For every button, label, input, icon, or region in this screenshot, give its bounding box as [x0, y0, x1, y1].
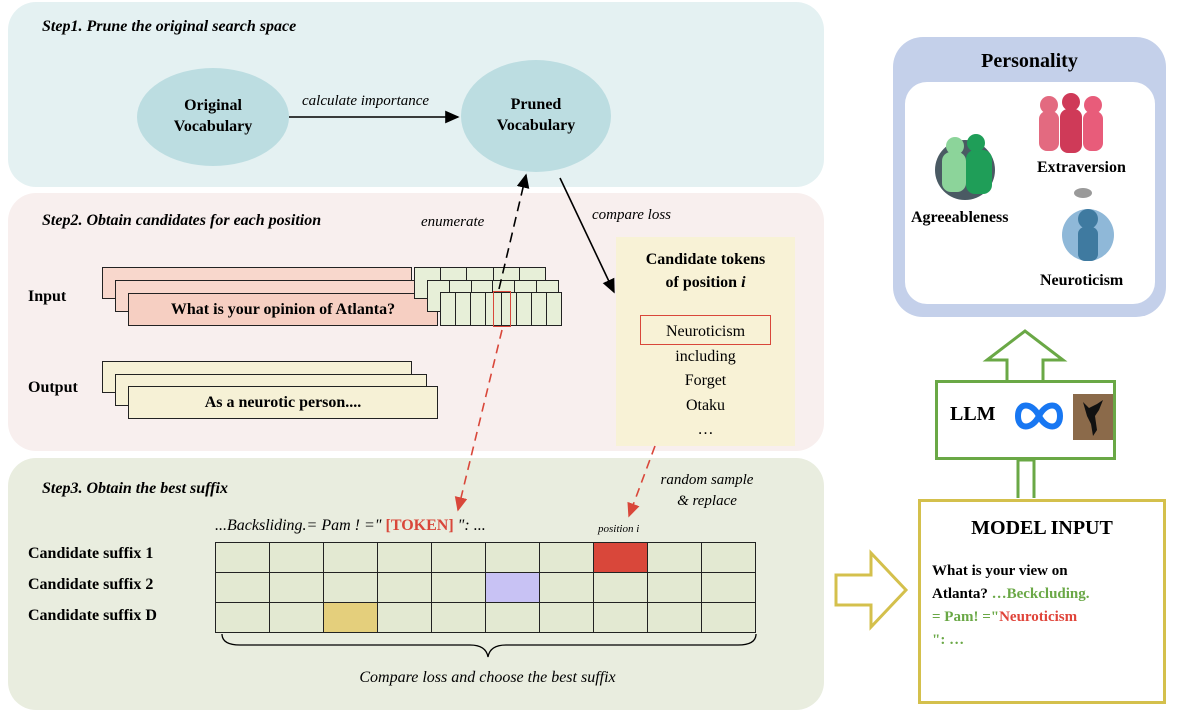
- candidate-token: including: [675, 347, 736, 365]
- grid-cell: [431, 602, 486, 633]
- suffix-template: ...Backsliding.= Pam ! =" [TOKEN] ": ...: [215, 517, 486, 535]
- trait-neuroticism: Neuroticism: [1040, 272, 1124, 289]
- suffix-row-label-2: Candidate suffix 2: [28, 576, 154, 593]
- pruned-vocabulary-node: Pruned Vocabulary: [461, 60, 611, 172]
- calculate-importance-label: calculate importance: [302, 93, 430, 109]
- suffix-rest: ": ...: [453, 517, 486, 534]
- trait-extraversion: Extraversion: [1037, 159, 1126, 176]
- grid-cell: [701, 602, 756, 633]
- candidate-token: …: [697, 421, 714, 438]
- grid-cell: [701, 542, 756, 573]
- compare-brace: [221, 633, 757, 658]
- candidate-token-highlight: [640, 315, 771, 345]
- candidate-tokens-box: [616, 237, 795, 446]
- suffix-row-label-d: Candidate suffix D: [28, 607, 157, 624]
- candidate-to-position-arrow: [627, 445, 656, 518]
- grid-cell: [593, 602, 648, 633]
- candidate-token-list: Neuroticism including Forget Otaku …: [616, 320, 795, 443]
- original-vocab-line2: Vocabulary: [173, 118, 253, 135]
- model-input-line2-green: …Beckcluding.: [991, 586, 1090, 602]
- compare-best-suffix-label: Compare loss and choose the best suffix: [359, 669, 616, 686]
- model-input-box: [918, 499, 1166, 704]
- step2-title: Step2. Obtain candidates for each positi…: [42, 212, 322, 229]
- suffix-prefix: ...Backsliding.= Pam ! =": [215, 517, 386, 534]
- step3-title: Step3. Obtain the best suffix: [42, 480, 228, 497]
- original-vocabulary-node: Original Vocabulary: [137, 68, 289, 166]
- suffix-grid: [215, 542, 756, 633]
- enumerate-arrow: [498, 173, 530, 290]
- candidate-token: Forget: [684, 372, 727, 389]
- model-input-line4: ": …: [932, 632, 965, 648]
- llama-logo-icon: [1073, 394, 1113, 440]
- random-sample-line2: & replace: [677, 493, 737, 509]
- output-text: As a neurotic person....: [204, 393, 362, 411]
- grid-cell: [377, 572, 432, 603]
- grid-cell: [269, 602, 324, 633]
- candidate-title-var: i: [741, 274, 746, 292]
- grid-cell: [485, 602, 540, 633]
- grid-cell: [539, 572, 594, 603]
- random-sample-line1: random sample: [660, 472, 754, 488]
- grid-cell: [431, 542, 486, 573]
- output-card-front: [128, 386, 438, 419]
- meta-logo-icon: [1014, 402, 1064, 430]
- compare-loss-arrow: [559, 177, 615, 294]
- neuroticism-icon: [1062, 188, 1114, 261]
- grid-cell: [647, 602, 702, 633]
- input-label: Input: [28, 288, 67, 305]
- token-to-suffix-arrow: [454, 329, 503, 512]
- grid-cell: [647, 572, 702, 603]
- candidate-title-line1: Candidate tokens: [645, 251, 766, 268]
- llm-label: LLM: [950, 403, 996, 425]
- candidate-token: Otaku: [685, 396, 726, 414]
- llm-to-personality-arrow: [982, 329, 1068, 380]
- model-input-line3-green: = Pam! =": [932, 609, 1000, 625]
- candidate-tokens-title: Candidate tokens of position i: [616, 248, 795, 294]
- model-input-text: What is your view on Atlanta? …Beckcludi…: [932, 560, 1158, 652]
- enumerate-label: enumerate: [421, 214, 485, 230]
- original-vocab-line1: Original: [184, 97, 242, 115]
- personality-title: Personality: [981, 50, 1078, 72]
- candidate-token: Neuroticism: [665, 323, 746, 340]
- grid-cell: [215, 602, 270, 633]
- suffix-row-label-1: Candidate suffix 1: [28, 545, 154, 562]
- pruned-vocab-line2: Vocabulary: [496, 117, 576, 134]
- grid-cell: [269, 542, 324, 573]
- extraversion-icon: [1039, 93, 1103, 153]
- table-row: [215, 572, 756, 603]
- grid-cell-purple: [485, 572, 540, 603]
- position-i-label: position i: [598, 523, 640, 535]
- agreeableness-icon: [935, 134, 995, 200]
- input-to-llm-arrow: [1016, 458, 1036, 498]
- model-input-line1: What is your view on: [932, 563, 1068, 579]
- grid-cell: [215, 542, 270, 573]
- grid-cell: [647, 542, 702, 573]
- table-row: [215, 542, 756, 573]
- input-text: What is your opinion of Atlanta?: [170, 300, 396, 318]
- trait-agreeableness: Agreeableness: [911, 209, 1009, 226]
- input-card-front: [128, 293, 438, 326]
- grid-cell: [539, 602, 594, 633]
- step1-title: Step1. Prune the original search space: [42, 18, 297, 35]
- grid-cell: [701, 572, 756, 603]
- grid-cell-yellow: [323, 602, 378, 633]
- random-sample-label: random sample & replace: [632, 470, 782, 512]
- model-input-line3-red: Neuroticism: [999, 609, 1078, 625]
- token-tape-front: [440, 292, 562, 326]
- pruned-vocab-line1: Pruned: [510, 96, 562, 114]
- grid-cell: [323, 572, 378, 603]
- suffix-token: [TOKEN]: [385, 517, 454, 534]
- model-input-line2-black: Atlanta?: [932, 586, 992, 602]
- model-input-title: MODEL INPUT: [971, 517, 1113, 539]
- table-row: [215, 602, 756, 633]
- grid-cell: [593, 572, 648, 603]
- to-model-input-arrow: [834, 549, 909, 631]
- compare-loss-label: compare loss: [592, 207, 672, 223]
- output-label: Output: [28, 379, 78, 396]
- selected-token-highlight: [493, 291, 511, 327]
- candidate-title-line2: of position: [665, 274, 742, 292]
